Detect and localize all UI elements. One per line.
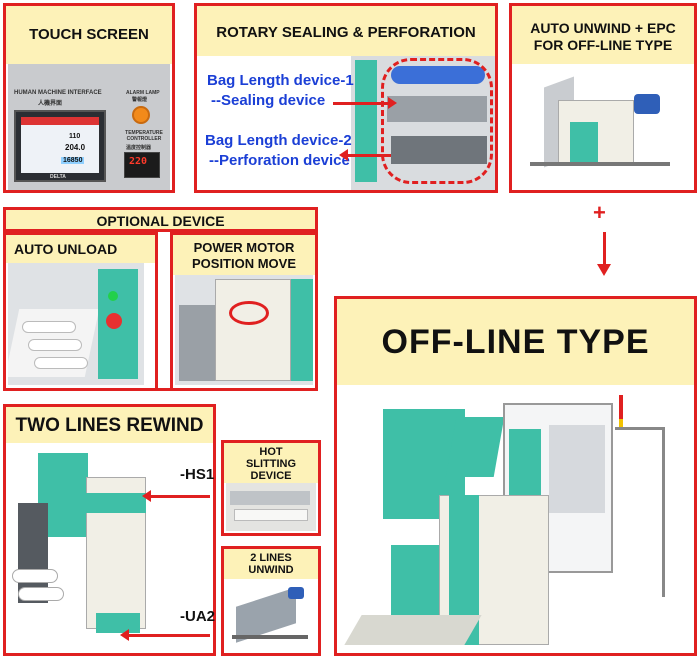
two-lines-rewind-panel: TWO LINES REWIND TYPE [3,404,216,656]
offline-type-panel: OFF-LINE TYPE [334,296,697,656]
touch-screen-title: TOUCH SCREEN [6,6,172,64]
screen-value-2: 204.0 [65,143,86,152]
hs1-label: -HS1 [180,466,215,483]
rotary-sealing-panel: ROTARY SEALING & PERFORATION Bag Length … [194,3,498,193]
two-lines-unwind-panel: 2 LINES UNWIND [221,546,321,656]
hot-line2: SLITTING [245,458,297,470]
screen-value-1: 110 [69,133,81,140]
offline-title: OFF-LINE TYPE [337,299,694,385]
power-motor-title: POWER MOTOR POSITION MOVE [173,235,315,275]
hot-slitting-title: HOT SLITTING DEVICE [224,443,318,483]
hot-line3: DEVICE [250,470,292,482]
ua2-arrow [120,629,210,641]
alarm-label: ALARM LAMP [126,90,160,96]
auto-unload-title: AUTO UNLOAD [6,235,155,263]
temp-value: 220 [129,156,148,167]
device1-arrow [333,97,397,109]
auto-unwind-photo [514,64,692,188]
temp-label: TEMPERATURE CONTROLLER [125,130,163,142]
unwind-line1: 2 LINES [250,552,292,564]
touch-screen-panel: TOUCH SCREEN HUMAN MACHINE INTERFACE 人機界… [3,3,175,193]
power-motor-line2: POSITION MOVE [191,256,296,271]
device2-line2: --Perforation device [209,152,350,169]
alarm-lamp-icon [132,106,150,124]
hot-slitting-photo [226,483,316,531]
screen-value-3: 16850 [61,157,85,164]
down-arrow-head [597,264,611,276]
unwind-line2: UNWIND [248,564,294,576]
two-lines-unwind-photo [226,579,316,651]
offline-machine-photo [339,385,692,651]
rotary-machine-photo [351,56,495,190]
hmi-screen[interactable]: 110 204.0 16850 DELTA [14,110,106,182]
auto-unwind-title-line2: FOR OFF-LINE TYPE [533,37,673,53]
auto-unload-panel: AUTO UNLOAD [3,232,158,391]
two-lines-title: TWO LINES REWIND TYPE [6,407,213,474]
two-lines-machine-photo [8,443,178,651]
optional-title: OPTIONAL DEVICE [6,210,315,232]
temp-label-cn: 溫度控制器 [126,145,152,151]
auto-unwind-title-line1: AUTO UNWIND + EPC [530,20,676,36]
green-button-icon [108,291,118,301]
hs1-arrow [142,490,210,502]
red-button-icon [106,313,122,329]
power-motor-line1: POWER MOTOR [193,240,295,255]
power-motor-photo [175,275,313,385]
device2-line1: Bag Length device-2 [205,132,352,149]
hot-line1: HOT [259,446,283,458]
down-arrow-icon [603,232,606,266]
device1-line2: --Sealing device [211,92,326,109]
hmi-brand: DELTA [50,174,66,180]
ua2-label: -UA2 [180,608,216,625]
power-motor-panel: POWER MOTOR POSITION MOVE [170,232,318,391]
touch-screen-photo: HUMAN MACHINE INTERFACE 人機界面 110 204.0 1… [8,64,170,190]
auto-unwind-title: AUTO UNWIND + EPC FOR OFF-LINE TYPE [512,6,694,64]
two-lines-unwind-title: 2 LINES UNWIND [224,549,318,579]
rotary-title: ROTARY SEALING & PERFORATION [197,6,495,56]
device2-arrow [339,149,391,161]
temperature-controller: 220 [124,152,160,178]
hmi-label-cn: 人機界面 [38,101,63,107]
auto-unload-photo [8,263,144,385]
auto-unwind-panel: AUTO UNWIND + EPC FOR OFF-LINE TYPE [509,3,697,193]
alarm-label-cn: 警報燈 [132,97,148,103]
motor-switch-highlight [229,301,269,325]
hmi-label: HUMAN MACHINE INTERFACE [14,90,102,96]
plus-sign: + [593,200,606,225]
device1-line1: Bag Length device-1 [207,72,354,89]
hot-slitting-panel: HOT SLITTING DEVICE [221,440,321,536]
